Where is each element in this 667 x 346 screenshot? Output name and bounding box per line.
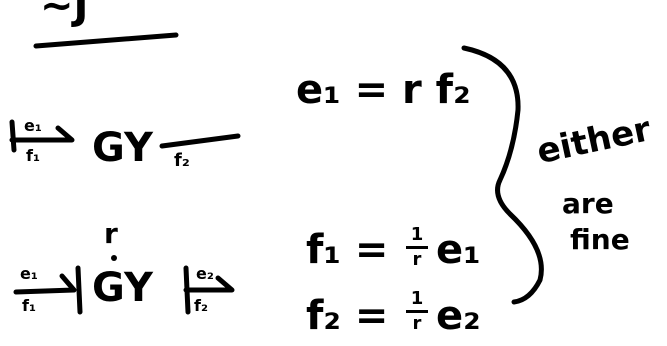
row2-input-bond <box>13 265 83 315</box>
side-note-line-3: fine <box>570 223 630 256</box>
equation-f1-lhs: f₁ = <box>306 227 389 273</box>
row1-output-flow-label: f₂ <box>174 150 190 171</box>
equation-e1: e₁ = r f₂ <box>296 67 471 113</box>
grouping-brace <box>461 45 544 305</box>
row1-effort-label: e₁ <box>24 116 42 135</box>
equation-f1-denominator: r <box>412 249 422 270</box>
row2-output-flow-label: f₂ <box>194 296 208 315</box>
row1-input-bond <box>9 119 75 153</box>
equation-f2-numerator: 1 <box>410 288 424 309</box>
row2-modulus-label: r <box>104 217 118 250</box>
row1-output-bond <box>159 133 241 149</box>
equation-f2-lhs: f₂ = <box>306 293 389 339</box>
row2-effort-label: e₁ <box>20 264 38 283</box>
row2-output-bond <box>183 265 235 315</box>
modulus-dot <box>111 255 117 261</box>
equation-f1-numerator: 1 <box>410 224 424 245</box>
row2-gyrator-label: GY <box>92 265 153 311</box>
row2-flow-label: f₁ <box>22 296 36 315</box>
equation-f2-fraction: 1 r <box>406 290 428 333</box>
top-fragment: ~J <box>40 0 89 29</box>
row2-output-effort-label: e₂ <box>196 264 214 283</box>
equation-f2-rhs: e₂ <box>436 293 481 339</box>
side-note-line-2: are <box>562 187 614 220</box>
equation-f1-rhs: e₁ <box>436 227 481 273</box>
equation-f2-denominator: r <box>412 313 422 334</box>
row1-gyrator-label: GY <box>92 125 153 171</box>
equation-f1-fraction: 1 r <box>406 226 428 269</box>
row1-flow-label: f₁ <box>26 146 40 165</box>
top-underline <box>33 32 179 49</box>
